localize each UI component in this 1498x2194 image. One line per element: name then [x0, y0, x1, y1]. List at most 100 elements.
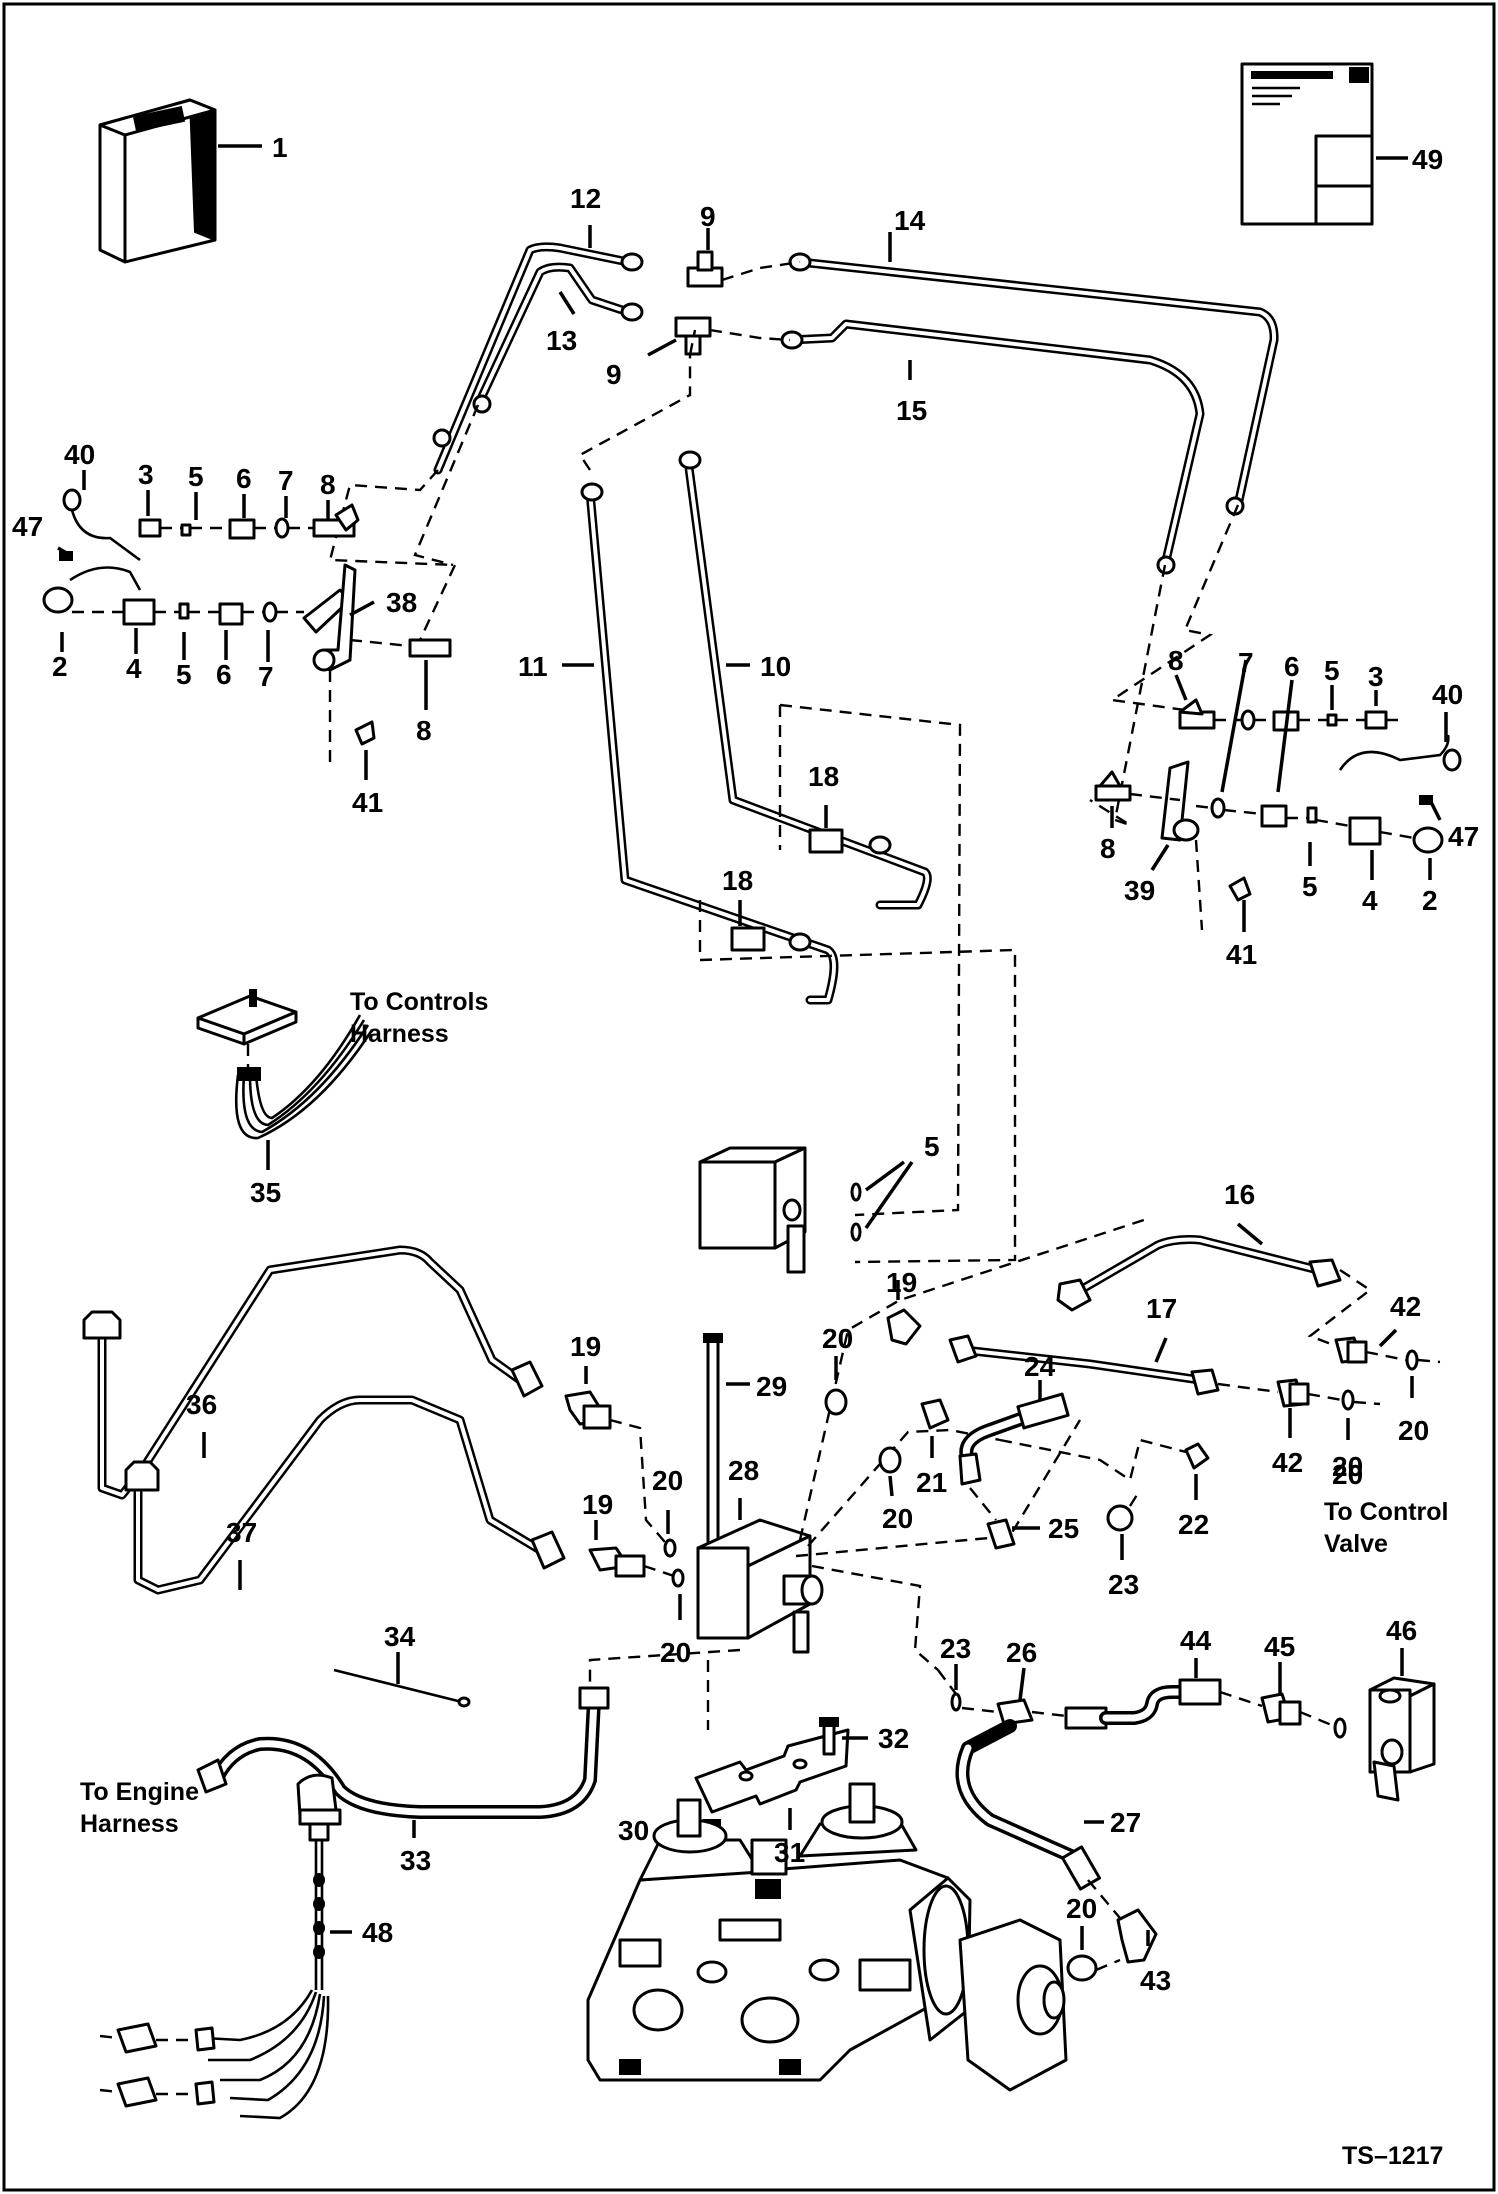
note-engine-harness-line1: To Engine	[80, 1778, 199, 1806]
cable-tie	[333, 1652, 471, 1708]
callout-35: 35	[250, 1177, 281, 1208]
mounting-bracket	[680, 1717, 868, 1833]
callout-19-upper: 19	[886, 1267, 917, 1298]
hose-27-group	[955, 1719, 1158, 1982]
callout-42-lower: 42	[1272, 1447, 1303, 1478]
callout-22: 22	[1178, 1509, 1209, 1540]
callout-24: 24	[1024, 1351, 1056, 1382]
engine-harness	[196, 1686, 610, 1838]
callout-36: 36	[186, 1389, 217, 1420]
callout-41-left: 41	[352, 787, 383, 818]
relief-valve-block	[698, 1146, 914, 1274]
callout-42-upper: 42	[1390, 1291, 1421, 1322]
callout-18-upper: 18	[808, 761, 839, 792]
callout-5-left-upper: 5	[188, 461, 204, 492]
manual-box	[98, 98, 262, 264]
callout-23-lower: 23	[940, 1633, 971, 1664]
callout-25: 25	[1048, 1513, 1079, 1544]
callout-21: 21	[916, 1467, 947, 1498]
note-controls-harness-line1: To Controls	[350, 988, 488, 1016]
callout-47-right: 47	[1448, 821, 1479, 852]
callout-7-right: 7	[1238, 647, 1254, 678]
callout-28: 28	[728, 1455, 759, 1486]
controls-harness	[196, 989, 374, 1170]
callout-19-middle: 19	[570, 1331, 601, 1362]
callout-26: 26	[1006, 1637, 1037, 1668]
note-engine-harness-line2: Harness	[80, 1810, 179, 1838]
callout-18-lower: 18	[722, 865, 753, 896]
callout-6-left-upper: 6	[236, 463, 252, 494]
callout-47-left: 47	[12, 511, 43, 542]
solenoid-hose-group	[937, 1648, 1436, 1802]
callout-44: 44	[1180, 1625, 1212, 1656]
callout-33: 33	[400, 1845, 431, 1876]
callout-41-right: 41	[1226, 939, 1257, 970]
callout-37: 37	[226, 1517, 257, 1548]
callout-1: 1	[272, 132, 288, 163]
hose-24-group	[958, 1380, 1070, 1550]
callout-23-upper: 23	[1108, 1569, 1139, 1600]
callout-3-right: 3	[1368, 661, 1384, 692]
callout-48: 48	[362, 1917, 393, 1948]
callout-29: 29	[756, 1371, 787, 1402]
callout-38: 38	[386, 587, 417, 618]
callout-5-right-lower: 5	[1302, 871, 1318, 902]
callout-4-left: 4	[126, 653, 142, 684]
callout-8-right-upper: 8	[1168, 645, 1184, 676]
callout-20-left-upper: 20	[652, 1465, 683, 1496]
callout-8-right-lower: 8	[1100, 833, 1116, 864]
tubes-16-17	[948, 1222, 1441, 1440]
callout-16: 16	[1224, 1179, 1255, 1210]
callout-27: 27	[1110, 1807, 1141, 1838]
callout-45: 45	[1264, 1631, 1295, 1662]
callout-43: 43	[1140, 1965, 1171, 1996]
callout-7-left-lower: 7	[258, 661, 274, 692]
callout-34: 34	[384, 1621, 416, 1652]
callout-15: 15	[896, 395, 927, 426]
callout-4-right: 4	[1362, 885, 1378, 916]
note-control-valve-line2: Valve	[1324, 1530, 1388, 1558]
callout-3-left: 3	[138, 459, 154, 490]
callout-30: 30	[618, 1815, 649, 1846]
tubes-36-37	[82, 1245, 566, 1595]
callout-2-right: 2	[1422, 885, 1438, 916]
callout-labels: 1 49 12 9 14 13 9 15 40 3 5 6 7 8 47 38 …	[12, 132, 1479, 1996]
callout-11: 11	[518, 651, 548, 682]
callout-5-right-upper: 5	[1324, 655, 1340, 686]
diagram-notes: To Controls Harness To Control Valve To …	[80, 988, 1449, 2170]
callout-10: 10	[760, 651, 791, 682]
callout-8-left-lower: 8	[416, 715, 432, 746]
callout-7-left-upper: 7	[278, 465, 294, 496]
callout-2-left: 2	[52, 651, 68, 682]
callout-39: 39	[1124, 875, 1155, 906]
callout-5-left-lower: 5	[176, 659, 192, 690]
callout-14: 14	[894, 205, 926, 236]
callout-6-right: 6	[1284, 651, 1300, 682]
callout-49: 49	[1412, 144, 1443, 175]
pump-manifold-group	[564, 1216, 1210, 1730]
callout-40-left: 40	[64, 439, 95, 470]
callout-20-left-lower: 20	[660, 1637, 691, 1668]
callout-20-bottom: 20	[1066, 1893, 1097, 1924]
right-fitting-stack	[1094, 659, 1462, 932]
callout-20-center: 20	[882, 1503, 913, 1534]
callout-8-left-upper: 8	[320, 469, 336, 500]
callout-20-right-far: 20	[1398, 1415, 1429, 1446]
callout-32: 32	[878, 1723, 909, 1754]
drawing-code: TS–1217	[1342, 2142, 1443, 2170]
switch-harness	[99, 1773, 352, 2120]
callout-31: 31	[774, 1837, 805, 1868]
note-controls-harness-line2: Harness	[350, 1020, 449, 1048]
callout-20-right-low: 20	[1332, 1459, 1363, 1490]
lines-10-11	[562, 329, 1017, 1264]
callout-12: 12	[570, 183, 601, 214]
upper-steel-lines	[328, 225, 1279, 827]
left-fitting-stack	[42, 470, 452, 780]
callout-6-left-lower: 6	[216, 659, 232, 690]
callout-40-right: 40	[1432, 679, 1463, 710]
callout-20-upper: 20	[822, 1323, 853, 1354]
hydrostatic-pump	[586, 1782, 1068, 2092]
callout-9-upper: 9	[700, 201, 716, 232]
